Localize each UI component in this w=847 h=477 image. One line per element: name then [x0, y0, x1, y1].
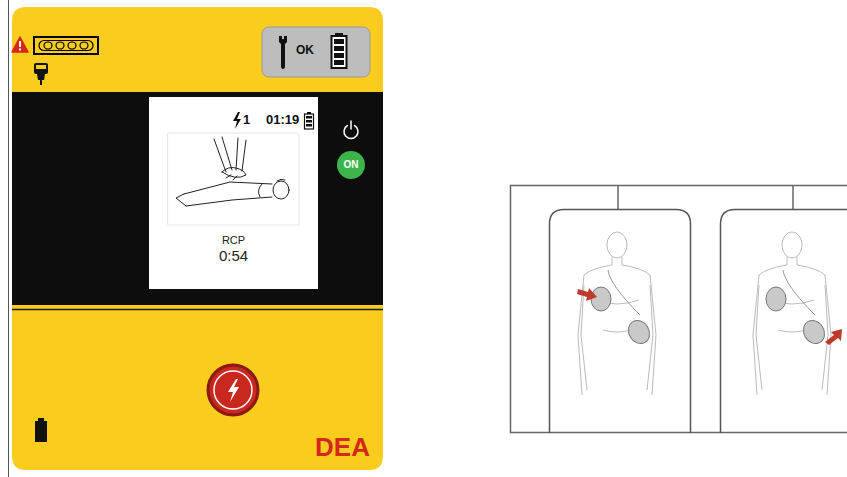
status-panel: [262, 27, 370, 77]
cpr-timer: 0:54: [149, 248, 318, 265]
wrench-icon: [279, 36, 287, 69]
power-icon: [344, 121, 358, 139]
pad-placement-panel: [511, 186, 847, 434]
screen-panel: [149, 97, 318, 289]
power-on-indicator: ON: [337, 151, 365, 179]
on-label: ON: [337, 159, 365, 170]
device-body: [12, 7, 383, 470]
shock-count-icon: [233, 112, 241, 129]
status-indicator: OK: [262, 27, 370, 77]
on-indicator: [337, 151, 365, 179]
aed-device: DEA OK 1 01:19RCP 0:54 ON: [12, 7, 383, 470]
device-label: DEA: [312, 433, 370, 462]
status-text: OK: [290, 44, 320, 57]
frame-line: [8, 0, 9, 477]
pad-figure: [577, 232, 656, 395]
plug-icon: [34, 63, 48, 85]
cpr-label: RCP: [149, 234, 318, 246]
connector-icon: [34, 37, 98, 54]
screen-band: [12, 92, 383, 305]
cpr-illustration: [168, 133, 299, 225]
pad-figure: [753, 232, 842, 395]
shock-count: 1: [243, 113, 255, 127]
battery-icon: [332, 33, 347, 68]
screen-battery-icon: [305, 112, 314, 129]
elapsed-time: 01:19: [266, 113, 306, 127]
warning-icon: [12, 37, 28, 52]
shock-button: [208, 365, 258, 415]
aed-screen: 1 01:19RCP 0:54: [149, 97, 318, 289]
separator-line: [12, 309, 383, 311]
battery-slot-icon: [35, 418, 47, 442]
